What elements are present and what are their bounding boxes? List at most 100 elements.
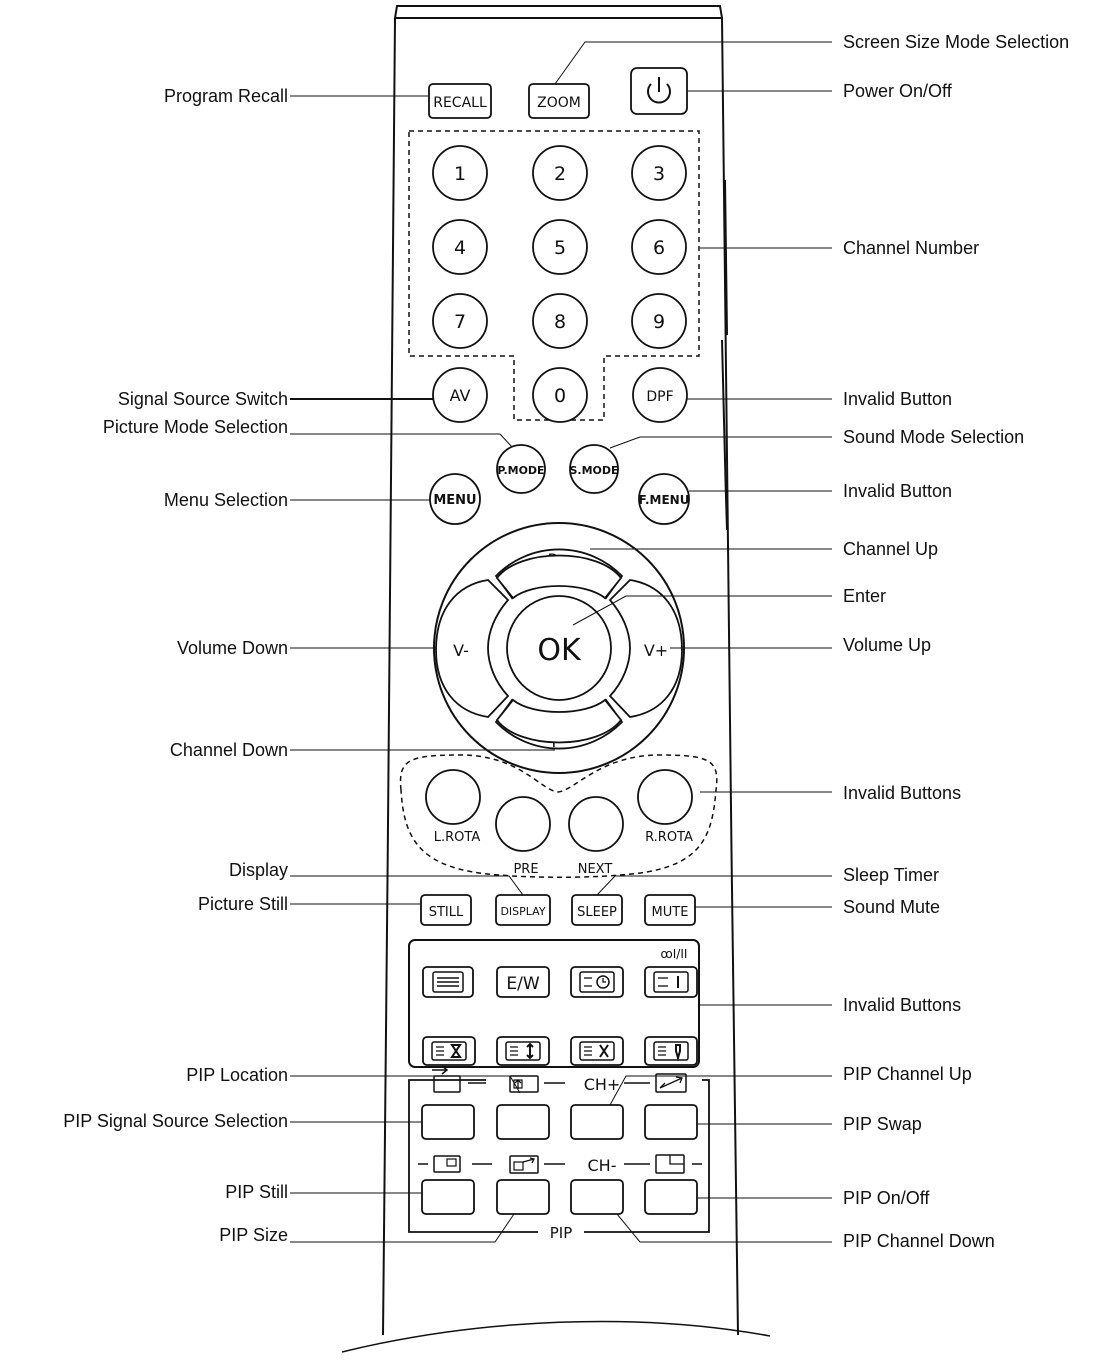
tt-cancel-button[interactable] [570, 1036, 624, 1066]
mute-button[interactable] [644, 894, 696, 926]
pip-channel-down-button[interactable] [570, 1179, 624, 1215]
pip-on-off-button[interactable] [644, 1179, 698, 1215]
cancel-x-icon [579, 1041, 615, 1061]
pre-button[interactable] [495, 796, 551, 852]
label-pip-channel-up: PIP Channel Up [843, 1064, 972, 1084]
digit-button-0[interactable] [532, 367, 588, 423]
label-channel-number: Channel Number [843, 238, 979, 258]
label-volume-down: Volume Down [177, 638, 288, 658]
label-enter: Enter [843, 586, 886, 606]
ok-label: OK [537, 633, 582, 668]
recall-button[interactable] [428, 83, 492, 119]
tt-size-button[interactable] [496, 1036, 550, 1066]
tt-index-button[interactable] [644, 1036, 698, 1066]
digit-label: 4 [454, 237, 466, 259]
label-display: Display [229, 860, 288, 880]
digit-button-8[interactable] [532, 293, 588, 349]
volume-up-pad[interactable] [608, 579, 683, 718]
digit-label: 2 [554, 163, 566, 185]
pip-channel-up-button[interactable] [570, 1104, 624, 1140]
label-sound-mute: Sound Mute [843, 897, 940, 917]
fmenu-button[interactable] [638, 473, 690, 525]
label-sleep-timer: Sleep Timer [843, 865, 939, 885]
label-channel-down: Channel Down [170, 740, 288, 760]
label-sound-mode: Sound Mode Selection [843, 427, 1024, 447]
rrota-button[interactable] [637, 769, 693, 825]
remote-side-groove-2 [721, 339, 728, 531]
smode-button[interactable] [569, 444, 619, 494]
channel-down-pad[interactable] [495, 698, 623, 744]
label-invalid-teletext: Invalid Buttons [843, 995, 961, 1015]
digit-button-3[interactable] [631, 145, 687, 201]
menu-button[interactable] [429, 473, 481, 525]
pip-still-button[interactable] [421, 1179, 475, 1215]
volume-down-pad[interactable] [435, 579, 510, 718]
menu-label: MENU [433, 493, 476, 508]
pip-source-button[interactable] [421, 1104, 475, 1140]
channel-up-pad[interactable] [495, 554, 623, 600]
next-button[interactable] [568, 796, 624, 852]
tt-reveal-button[interactable] [422, 1036, 476, 1066]
pmode-button[interactable] [496, 444, 546, 494]
ok-button[interactable] [506, 595, 612, 701]
pip-location-button[interactable] [496, 1104, 550, 1140]
digit-button-2[interactable] [532, 145, 588, 201]
digit-label: 8 [554, 311, 566, 333]
leader-lines [290, 41, 832, 1243]
digit-button-4[interactable] [432, 219, 488, 275]
av-label: AV [450, 386, 471, 405]
pip-size-button[interactable] [496, 1179, 550, 1215]
teletext-bottom-row [422, 1036, 698, 1066]
pip-swap-button[interactable] [644, 1104, 698, 1140]
v-plus-label: V+ [644, 641, 668, 660]
label-invalid-fmenu: Invalid Button [843, 481, 952, 501]
remote-left-edge [382, 17, 396, 1336]
label-power: Power On/Off [843, 81, 953, 101]
label-invalid-rota: Invalid Buttons [843, 783, 961, 803]
label-pip-signal-source: PIP Signal Source Selection [63, 1111, 288, 1131]
pip-frame-left [408, 1079, 538, 1233]
label-pip-location: PIP Location [186, 1065, 288, 1085]
dpf-button[interactable] [632, 367, 688, 423]
ew-label: E/W [506, 974, 539, 994]
label-screen-size: Screen Size Mode Selection [843, 32, 1069, 52]
digit-button-7[interactable] [432, 293, 488, 349]
still-label: STILL [429, 905, 464, 920]
ew-button[interactable] [496, 966, 550, 998]
remote-body [341, 5, 771, 1353]
pip-swap-icon [655, 1073, 687, 1093]
still-button[interactable] [420, 894, 472, 926]
digit-label: 5 [554, 237, 566, 259]
digit-button-6[interactable] [631, 219, 687, 275]
teletext-icon [432, 971, 464, 993]
digit-label: 1 [454, 163, 466, 185]
rrota-label: R.ROTA [645, 830, 693, 845]
av-button[interactable] [432, 367, 488, 423]
pip-size-icon [509, 1155, 539, 1174]
label-picture-still: Picture Still [198, 894, 288, 914]
teletext-panel [408, 939, 700, 1068]
zoom-button[interactable] [528, 83, 590, 119]
label-pip-swap: PIP Swap [843, 1114, 922, 1134]
pip-label: PIP [550, 1224, 573, 1242]
lrota-button[interactable] [425, 769, 481, 825]
label-picture-mode: Picture Mode Selection [103, 417, 288, 437]
label-pip-size: PIP Size [219, 1225, 288, 1245]
remote-side-groove-1 [724, 179, 728, 336]
digit-label: 6 [653, 237, 665, 259]
teletext-clock-icon [579, 971, 615, 993]
remote-top-cap [393, 5, 724, 19]
hourglass-icon [431, 1041, 467, 1061]
label-volume-up: Volume Up [843, 635, 931, 655]
pip-still-icon [433, 1155, 461, 1173]
pip-on-off-icon [655, 1154, 685, 1174]
dpf-label: DPF [646, 389, 673, 405]
digit-button-5[interactable] [532, 219, 588, 275]
digit-button-9[interactable] [631, 293, 687, 349]
display-label: DISPLAY [500, 905, 545, 918]
remote-right-edge [721, 17, 739, 1336]
digit-button-1[interactable] [432, 145, 488, 201]
mono-stereo-button[interactable] [644, 966, 698, 998]
